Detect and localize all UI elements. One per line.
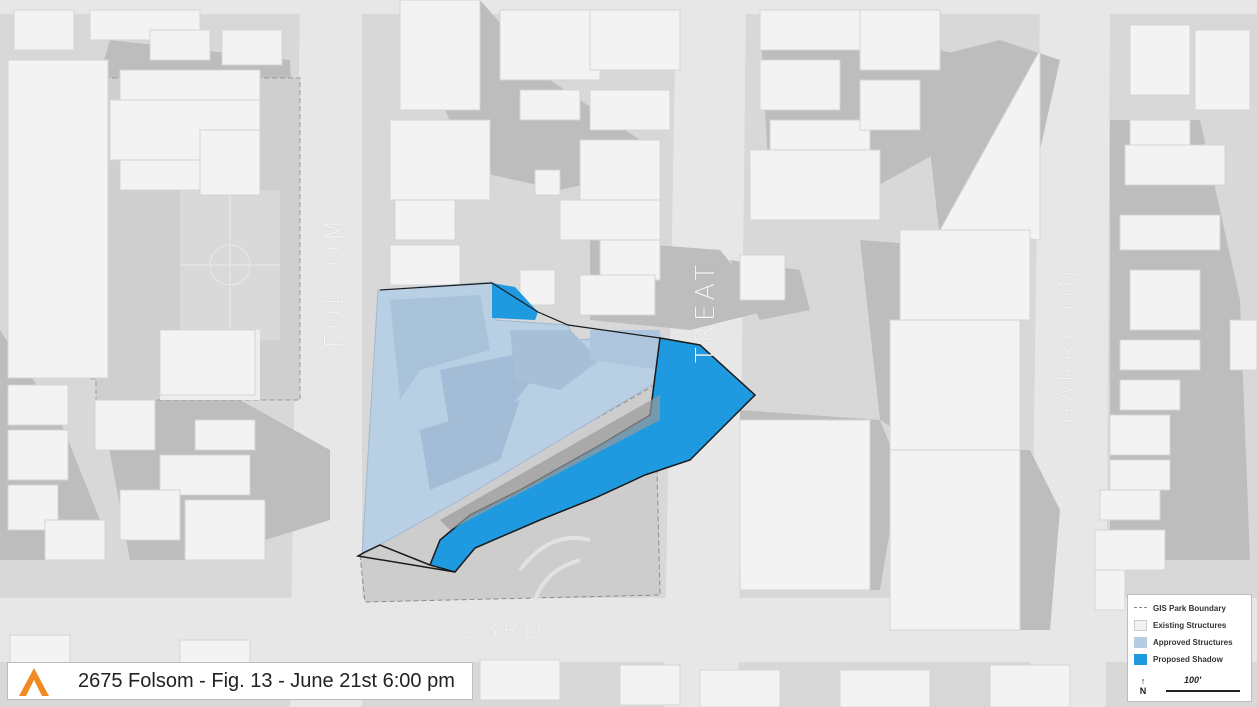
legend-label: GIS Park Boundary [1153, 603, 1226, 613]
folsom-street [290, 0, 362, 707]
cross-street-north [0, 0, 1257, 14]
legend-item-approved-structures: Approved Structures [1134, 635, 1233, 649]
existing-buildings [7, 0, 1257, 707]
legend-item-proposed-shadow: Proposed Shadow [1134, 652, 1223, 666]
legend-swatch-dash [1134, 607, 1147, 609]
legend-label: Proposed Shadow [1153, 654, 1223, 664]
legend-label: Approved Structures [1153, 637, 1233, 647]
street-label-treat: TREAT [691, 260, 721, 364]
figure-title: 2675 Folsom - Fig. 13 - June 21st 6:00 p… [78, 670, 455, 692]
logo-icon [19, 668, 49, 696]
street-label-folsom: FOLSOM [320, 215, 350, 349]
north-label: N [1139, 686, 1147, 696]
legend-swatch-approved [1134, 636, 1147, 648]
approved-structures [361, 281, 661, 556]
legend-item-existing-structures: Existing Structures [1134, 618, 1226, 632]
legend-label: Existing Structures [1153, 620, 1227, 630]
legend: GIS Park Boundary Existing Structures Ap… [1127, 594, 1252, 702]
street-label-23rd: 23RD [464, 616, 546, 644]
legend-item-gis-park-boundary: GIS Park Boundary [1134, 601, 1226, 615]
north-arrow-icon: ↑ N [1136, 677, 1150, 699]
legend-swatch-existing [1134, 619, 1147, 631]
proposed-shadow [355, 283, 757, 573]
scale-label: 100' [1184, 675, 1202, 685]
figure-title-box: 2675 Folsom - Fig. 13 - June 21st 6:00 p… [7, 662, 473, 700]
project-outline [379, 282, 661, 339]
north-arrow-glyph: ↑ [1140, 676, 1146, 686]
legend-swatch-proposed [1134, 653, 1147, 665]
scale-bar [1166, 690, 1240, 692]
street-label-harrison: HARRISON [1054, 265, 1082, 425]
